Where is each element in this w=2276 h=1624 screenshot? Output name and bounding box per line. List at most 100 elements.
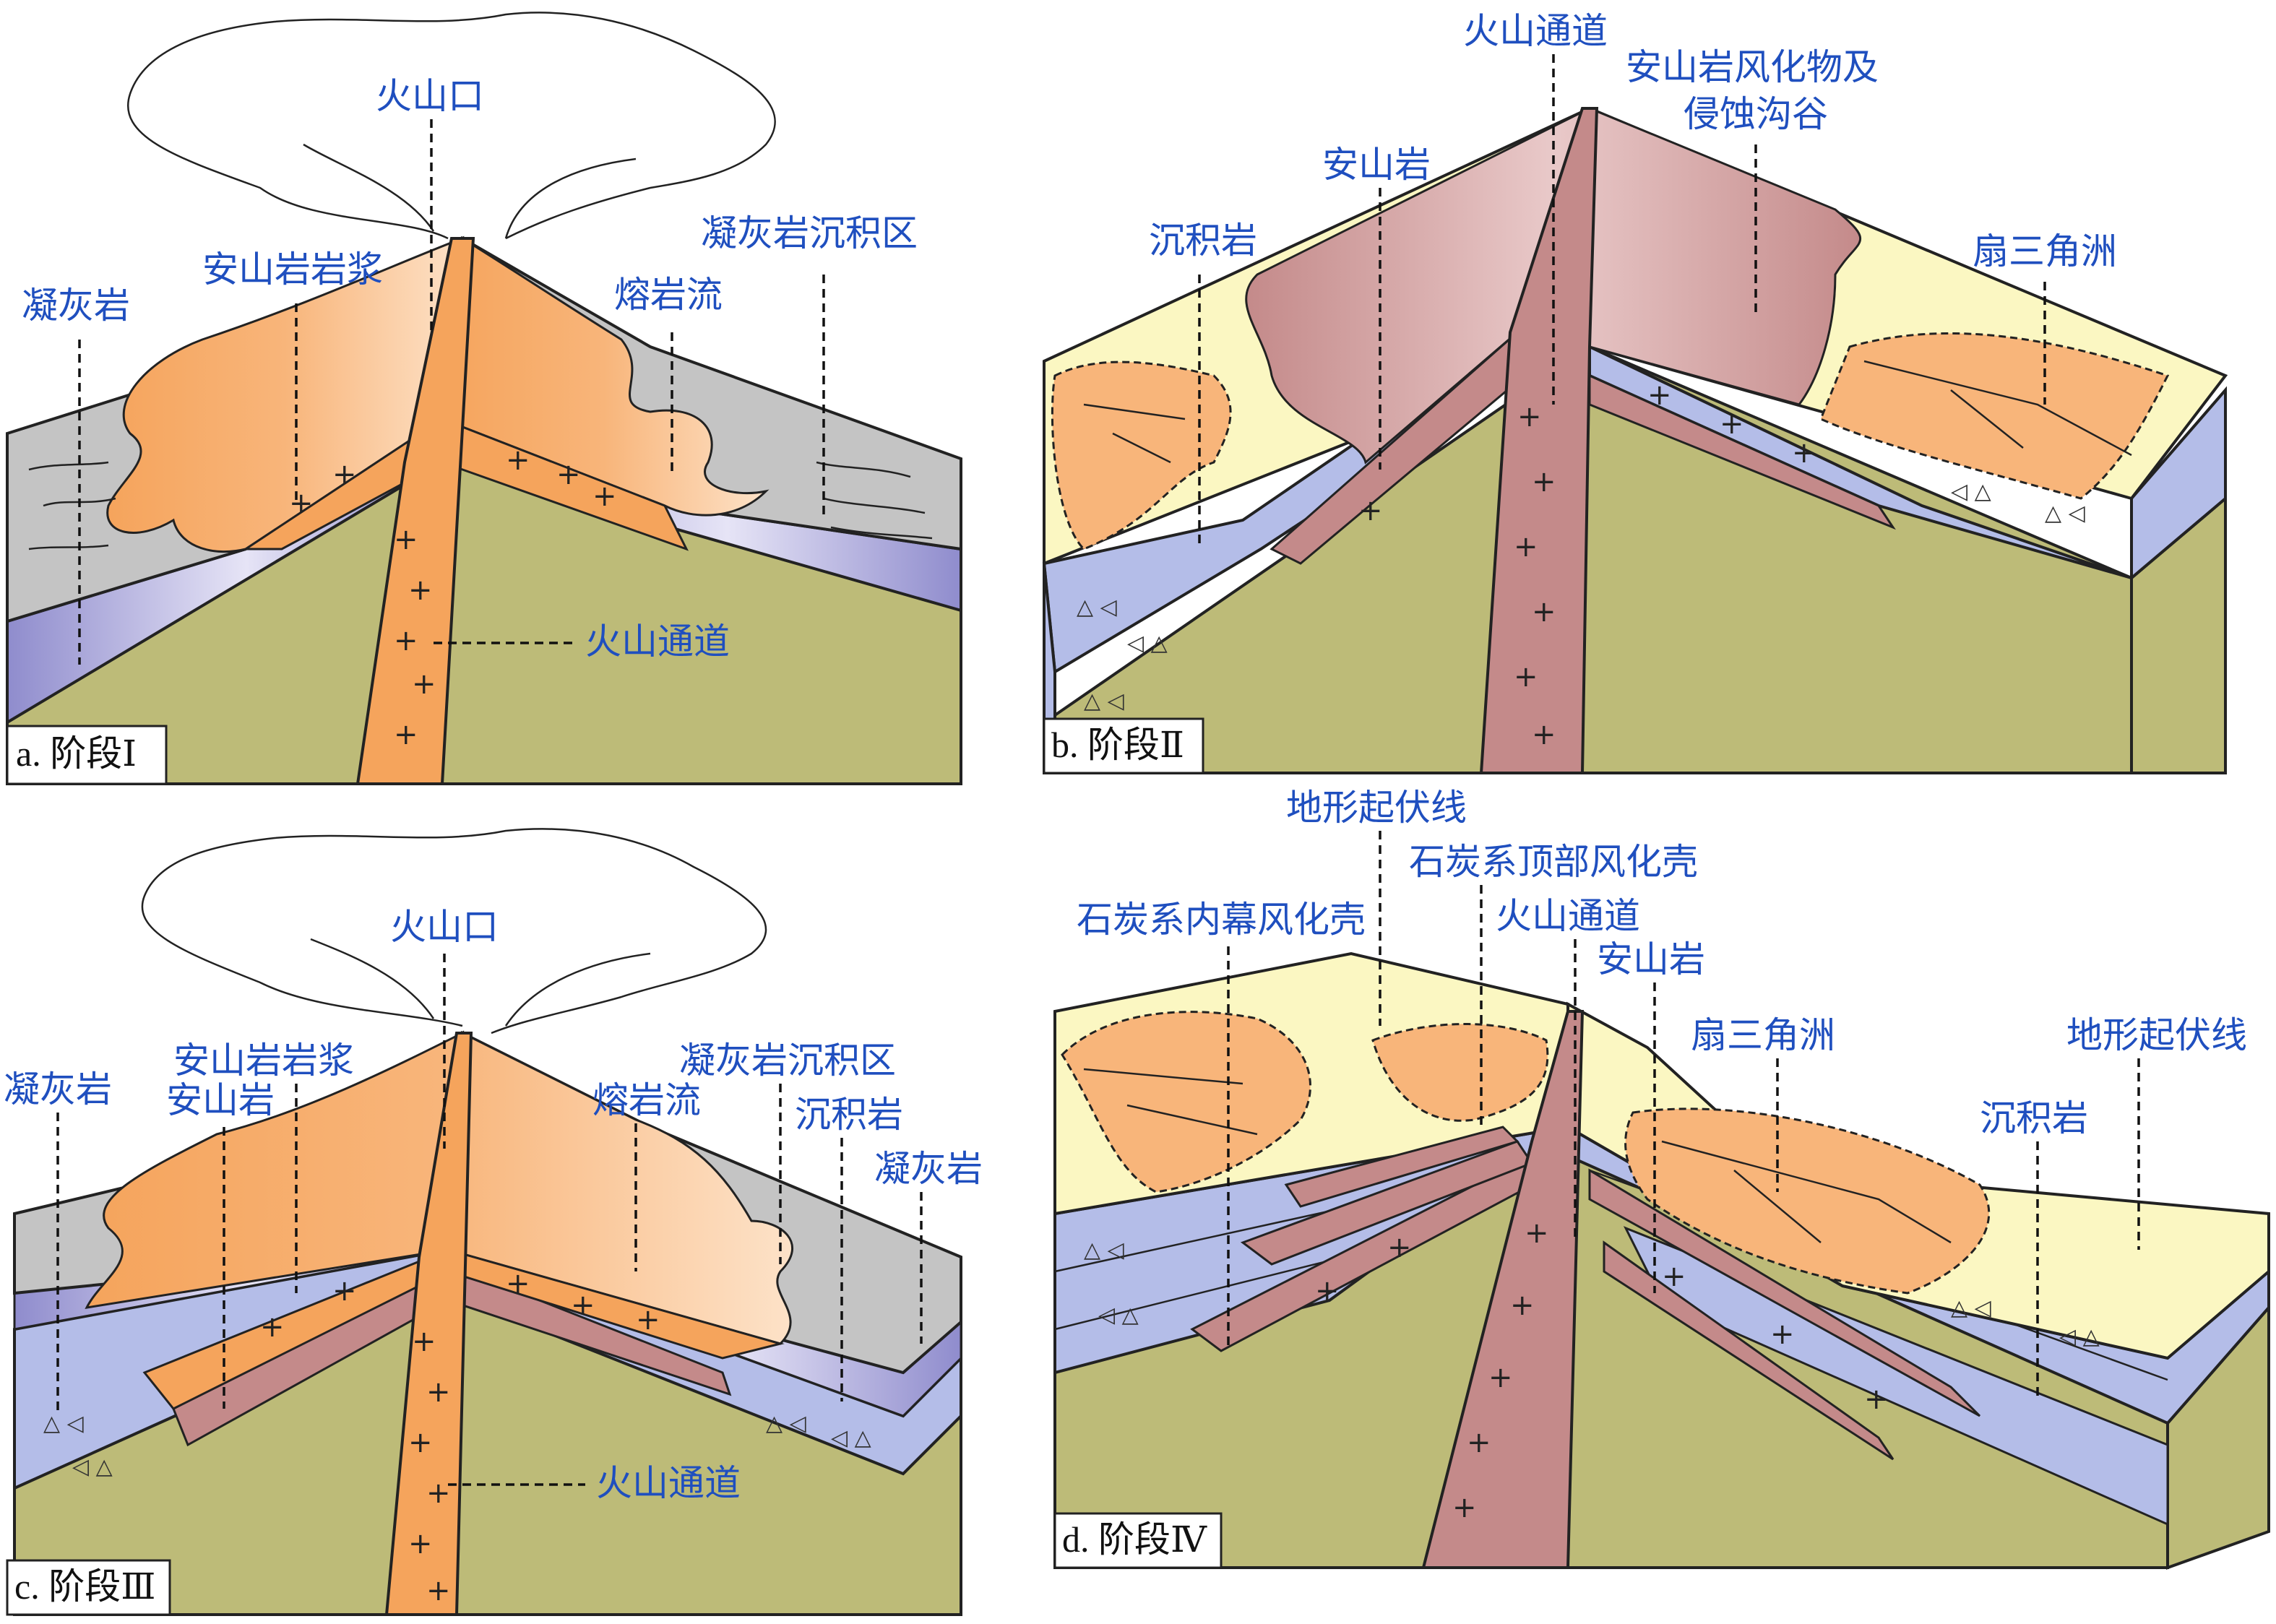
label-tuff-zone-c: 凝灰岩沉积区	[679, 1040, 896, 1081]
lava-flow-right	[441, 236, 770, 517]
svg-text:△ ◁: △ ◁	[1951, 1295, 1991, 1321]
svg-text:+: +	[1452, 1491, 1477, 1524]
fan-delta-left-b	[1051, 360, 1232, 550]
ash-cloud-c	[141, 828, 767, 1035]
svg-text:+: +	[1315, 1274, 1340, 1308]
label-magma-c: 安山岩岩浆	[173, 1040, 354, 1081]
svg-text:◁ △: ◁ △	[1127, 631, 1168, 656]
svg-text:+: +	[1647, 379, 1672, 412]
svg-text:△ ◁: △ ◁	[43, 1411, 84, 1436]
svg-text:+: +	[332, 1274, 357, 1308]
svg-text:△ ◁: △ ◁	[766, 1411, 806, 1436]
svg-text:+: +	[1514, 660, 1538, 694]
svg-text:+: +	[1532, 465, 1556, 498]
svg-text:◁ △: ◁ △	[2059, 1324, 2100, 1349]
label-carb-top-crust: 石炭系顶部风化壳	[1409, 841, 1698, 883]
panel-c: + + + + + + + + + + + △ ◁ ◁ △ △ ◁ ◁ △ 火山…	[4, 828, 983, 1616]
label-carb-inner-crust: 石炭系内幕风化壳	[1077, 899, 1366, 941]
svg-text:+: +	[426, 1477, 451, 1510]
lava-flow-left	[106, 236, 464, 553]
fan-delta-right-d	[1624, 1107, 1990, 1295]
svg-text:+: +	[1792, 436, 1816, 470]
label-weathering-2: 侵蚀沟谷	[1684, 93, 1828, 135]
panel-tag-b: b. 阶段Ⅱ	[1051, 725, 1184, 765]
label-weathering-1: 安山岩风化物及	[1626, 46, 1879, 88]
panel-tag-c: c. 阶段Ⅲ	[14, 1566, 155, 1607]
svg-text:+: +	[260, 1310, 285, 1344]
label-tuff-left-c: 凝灰岩	[4, 1068, 112, 1110]
label-conduit: 火山通道	[585, 621, 730, 662]
ash-cloud	[127, 12, 776, 240]
svg-text:+: +	[1358, 494, 1383, 527]
svg-text:+: +	[1662, 1260, 1686, 1293]
svg-text:+: +	[412, 1325, 436, 1358]
svg-text:+: +	[408, 574, 433, 607]
label-terrain-top: 地形起伏线	[1286, 787, 1467, 829]
label-sedimentary-d: 沉积岩	[1980, 1097, 2088, 1139]
svg-text:+: +	[412, 668, 436, 701]
conduit-d	[1421, 1010, 1585, 1569]
svg-text:△ ◁: △ ◁	[1084, 688, 1124, 714]
svg-text:+: +	[571, 1289, 595, 1322]
label-fan-delta-b: 扇三角洲	[1973, 230, 2117, 272]
svg-text:◁ △: ◁ △	[72, 1454, 113, 1480]
svg-text:+: +	[506, 1267, 530, 1300]
svg-text:+: +	[1864, 1383, 1889, 1416]
svg-text:+: +	[408, 1426, 433, 1459]
svg-text:+: +	[394, 624, 418, 657]
panel-b: + + + + + + + + + + △ ◁ ◁ △ △ ◁ ◁ △ △ ◁ …	[1042, 10, 2228, 774]
conduit-b	[1479, 107, 1599, 774]
svg-text:+: +	[1532, 595, 1556, 629]
label-crater: 火山口	[376, 75, 484, 117]
svg-text:+: +	[394, 523, 418, 556]
label-conduit-b: 火山通道	[1463, 10, 1608, 52]
svg-text:+: +	[1720, 407, 1744, 441]
fan-delta-left-d	[1061, 1011, 1311, 1193]
label-tuff: 凝灰岩	[22, 285, 130, 327]
svg-text:+: +	[426, 1375, 451, 1409]
panel-tag-a: a. 阶段Ⅰ	[16, 733, 137, 774]
svg-text:+: +	[636, 1303, 660, 1336]
conduit-a	[355, 237, 475, 785]
svg-text:△ ◁: △ ◁	[1084, 1238, 1124, 1263]
svg-text:+: +	[556, 458, 581, 491]
svg-text:◁ △: ◁ △	[1951, 479, 1991, 504]
label-crater-c: 火山口	[390, 906, 499, 948]
svg-text:+: +	[1517, 400, 1542, 433]
label-terrain-right: 地形起伏线	[2066, 1014, 2247, 1056]
fan-delta-right-b	[1819, 332, 2170, 500]
label-tuff-right-c: 凝灰岩	[874, 1148, 983, 1190]
conduit-c	[384, 1032, 473, 1616]
svg-text:+: +	[394, 718, 418, 751]
svg-text:+: +	[1514, 530, 1538, 563]
label-fan-delta-d: 扇三角洲	[1691, 1014, 1835, 1056]
svg-text:+: +	[592, 480, 617, 513]
svg-text:◁ △: ◁ △	[1098, 1303, 1139, 1328]
svg-text:+: +	[426, 1574, 451, 1607]
svg-text:△ ◁: △ ◁	[2045, 501, 2085, 526]
label-andesite-d: 安山岩	[1597, 938, 1705, 980]
svg-text:◁ △: ◁ △	[831, 1425, 871, 1451]
panel-tag-d: d. 阶段Ⅳ	[1062, 1519, 1207, 1560]
label-conduit-c: 火山通道	[596, 1462, 741, 1504]
label-andesite-b: 安山岩	[1322, 144, 1431, 186]
svg-text:+: +	[1387, 1231, 1412, 1264]
label-lava-flow-c: 熔岩流	[592, 1079, 701, 1121]
svg-text:+: +	[332, 458, 357, 491]
svg-text:+: +	[1770, 1318, 1795, 1351]
label-andesite-c: 安山岩	[166, 1079, 275, 1121]
label-magma: 安山岩岩浆	[202, 249, 383, 290]
label-conduit-d: 火山通道	[1496, 895, 1640, 937]
svg-text:+: +	[408, 1527, 433, 1560]
label-sedimentary-b: 沉积岩	[1149, 220, 1257, 262]
svg-text:+: +	[506, 444, 530, 477]
svg-text:+: +	[1510, 1289, 1535, 1322]
svg-text:△ ◁: △ ◁	[1077, 595, 1117, 620]
svg-text:+: +	[1488, 1361, 1513, 1394]
svg-text:+: +	[1532, 718, 1556, 751]
svg-text:+: +	[1467, 1426, 1491, 1459]
svg-text:+: +	[289, 487, 314, 520]
label-tuff-zone: 凝灰岩沉积区	[701, 212, 918, 254]
svg-text:+: +	[1525, 1217, 1549, 1250]
